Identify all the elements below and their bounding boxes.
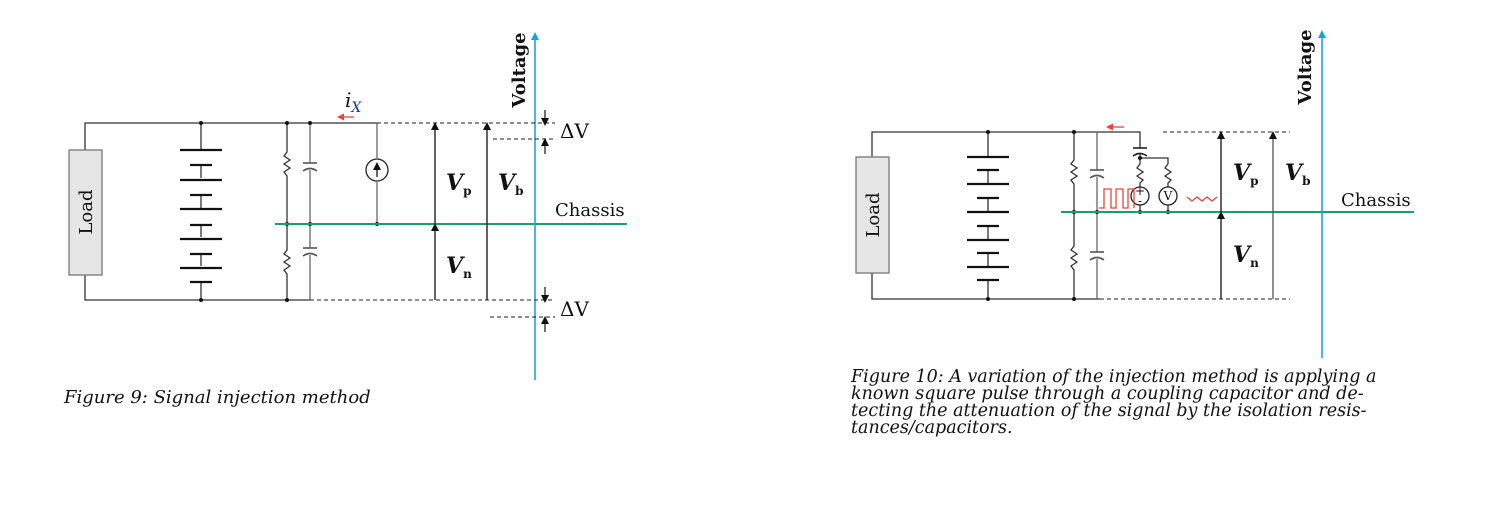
isolation-capacitor-icon [302, 121, 318, 300]
top-rail [84, 122, 377, 150]
load-label: Load [863, 192, 884, 237]
isolation-resistor-icon [1069, 130, 1079, 301]
svg-text:-: - [1138, 194, 1142, 208]
figure-10-caption: Figure 10: A variation of the injection … [851, 367, 1451, 438]
current-label: iX [345, 88, 362, 116]
isolation-capacitor-icon [1089, 132, 1105, 299]
load-label: Load [76, 189, 97, 234]
chassis-label: Chassis [555, 200, 625, 221]
bottom-rail [84, 275, 310, 301]
voltmeter-icon: V [1158, 163, 1178, 214]
svg-text:V: V [1163, 189, 1173, 203]
battery-stack-icon [967, 130, 1009, 301]
voltage-axis-label: Voltage [1295, 29, 1316, 105]
svg-text:+: + [1135, 184, 1145, 198]
caption-line: Figure 10: A variation of the injection … [851, 367, 1377, 387]
figure-9-circuit: Load [68, 32, 627, 380]
top-rail [871, 131, 1141, 157]
current-source-icon [365, 123, 389, 226]
delta-v-top-label: ΔV [560, 119, 589, 143]
delta-v-bottom-label: ΔV [560, 297, 589, 321]
caption-line: known square pulse through a coupling ca… [851, 384, 1364, 404]
attenuated-signal-icon [1186, 196, 1218, 202]
caption-line: tances/capacitors. [851, 418, 1013, 438]
figure-9-caption: Figure 9: Signal injection method [64, 387, 371, 408]
vn-label: Vn [446, 253, 472, 281]
pulse-source-icon: + - [1130, 158, 1150, 214]
vb-label: Vb [1285, 160, 1310, 188]
load-block: Load [855, 156, 890, 274]
caption-line: tecting the attenuation of the signal by… [851, 401, 1367, 421]
bottom-rail [871, 273, 1100, 300]
vp-label: Vp [1233, 160, 1258, 188]
vn-label: Vn [1233, 242, 1259, 270]
figure-10-circuit: Load [855, 29, 1414, 358]
battery-stack-icon [180, 121, 222, 302]
load-block: Load [68, 149, 103, 276]
isolation-resistor-icon [282, 121, 292, 302]
voltage-axis-label: Voltage [509, 32, 530, 108]
coupling-capacitor-icon [1132, 147, 1169, 164]
vb-label: Vb [498, 170, 523, 198]
chassis-label: Chassis [1341, 190, 1411, 211]
vp-label: Vp [446, 170, 471, 198]
square-pulse-icon [1099, 188, 1135, 209]
